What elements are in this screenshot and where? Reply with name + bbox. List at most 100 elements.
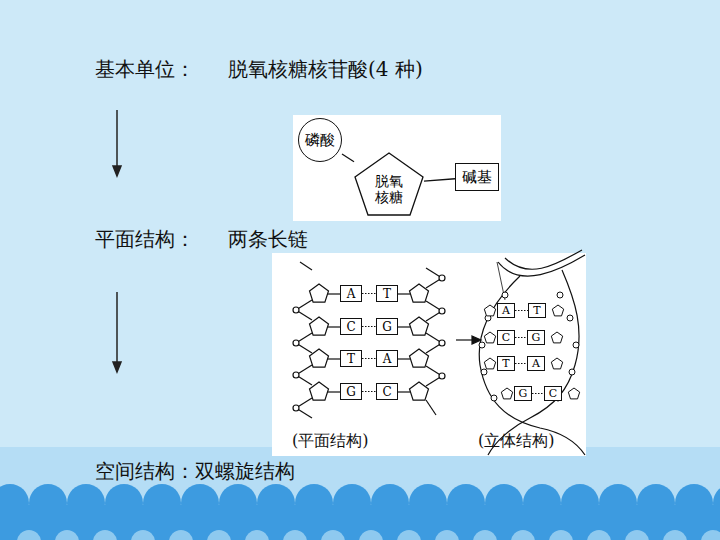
base-box: 碱基 [455, 163, 499, 191]
scallop-small [283, 530, 307, 540]
base-box: G [514, 386, 532, 401]
label-text: (立体结构) [478, 431, 554, 452]
node-text: T [383, 287, 391, 301]
base-box: A [527, 356, 545, 371]
pentagon-shape [355, 153, 423, 215]
hydrogen-bond [362, 358, 376, 359]
node-text: C [549, 387, 557, 400]
node-text: A [383, 352, 392, 366]
phosphate [481, 369, 487, 375]
node-text: G [519, 387, 528, 400]
base-box: C [497, 330, 515, 345]
sugar-pentagon: 脱氧 核糖 [354, 152, 424, 216]
scallop-small [359, 530, 383, 540]
node-text: C [346, 320, 355, 334]
dna-helix [479, 250, 585, 455]
scallop-small [321, 530, 345, 540]
phosphate [557, 292, 563, 298]
scallop-small [511, 530, 535, 540]
scallop-small [397, 530, 421, 540]
label-text: 两条长链 [228, 226, 308, 253]
label-text: (平面结构) [292, 431, 368, 452]
dna-planar [293, 262, 445, 418]
bond [328, 326, 340, 327]
scallop-small [55, 530, 79, 540]
base-box: G [527, 330, 545, 345]
scallop-small [17, 530, 41, 540]
phosphate [567, 315, 573, 321]
base-box: T [528, 303, 546, 318]
bond [328, 358, 340, 359]
sugar-pentagon [551, 358, 562, 369]
phosphate [569, 369, 575, 375]
node-text: 碱基 [462, 168, 492, 187]
sugar-pentagon [568, 388, 579, 399]
node-text: 磷酸 [305, 131, 335, 150]
hydrogen-bond [515, 310, 528, 311]
bond [328, 391, 340, 392]
sugar-pentagon [310, 382, 329, 400]
node-text: C [502, 331, 510, 344]
base-box: A [340, 285, 362, 302]
node-text: T [347, 352, 355, 366]
node-text: A [347, 287, 356, 301]
bond [398, 391, 410, 392]
backbone-dots [479, 292, 580, 401]
base-box: C [376, 383, 398, 400]
phosphate [439, 340, 445, 346]
phosphate [293, 307, 299, 313]
sugar-pentagon [310, 317, 329, 335]
node-text: A [532, 357, 540, 370]
bond [398, 358, 410, 359]
scallop-small [131, 530, 155, 540]
scallop-small [473, 530, 497, 540]
sugar-pentagon [310, 284, 329, 302]
phosphate [293, 372, 299, 378]
node-text: 脱氧 核糖 [373, 173, 405, 205]
label-text: 脱氧核糖核苷酸(4 种) [228, 56, 423, 83]
hydrogen-bond [362, 293, 376, 294]
label-text: 基本单位： [95, 56, 195, 83]
scallop-small [245, 530, 269, 540]
scallop-small [625, 530, 649, 540]
sugar-pentagon [410, 317, 429, 335]
image-panel [272, 253, 586, 456]
backbone [300, 262, 312, 270]
node-text: T [502, 357, 509, 370]
scallop-small [435, 530, 459, 540]
scallop-small [93, 530, 117, 540]
node-text: C [382, 385, 391, 399]
label-text: 平面结构： [95, 226, 195, 253]
sugar-pentagon [484, 332, 495, 343]
scallop-small [549, 530, 573, 540]
scallop-small [701, 530, 720, 540]
hydrogen-bond [362, 326, 376, 327]
label-text: 空间结构：双螺旋结构 [95, 458, 295, 485]
transform-arrow [456, 336, 481, 344]
image-panel [293, 115, 501, 221]
sugar-pentagon [484, 305, 495, 316]
base-box: T [497, 356, 515, 371]
sugar-pentagon [552, 305, 563, 316]
base-box: T [340, 350, 362, 367]
phosphate [573, 342, 579, 348]
sugar-pentagon [501, 388, 512, 399]
bond [328, 293, 340, 294]
phosphate-circle: 磷酸 [298, 118, 342, 162]
phosphate [293, 405, 299, 411]
sugar-pentagon [551, 332, 562, 343]
hydrogen-bond [515, 337, 527, 338]
bond-line [342, 154, 354, 162]
base-box: A [497, 303, 515, 318]
phosphate [439, 275, 445, 281]
hydrogen-bond [362, 391, 376, 392]
base-box: A [376, 350, 398, 367]
base-box: G [340, 383, 362, 400]
node-text: G [382, 320, 392, 334]
hydrogen-bond [515, 363, 527, 364]
node-text: T [533, 304, 540, 317]
phosphate [479, 342, 485, 348]
phosphate [502, 292, 508, 298]
hydrogen-bond [532, 393, 544, 394]
scallop-row-small [17, 530, 720, 540]
